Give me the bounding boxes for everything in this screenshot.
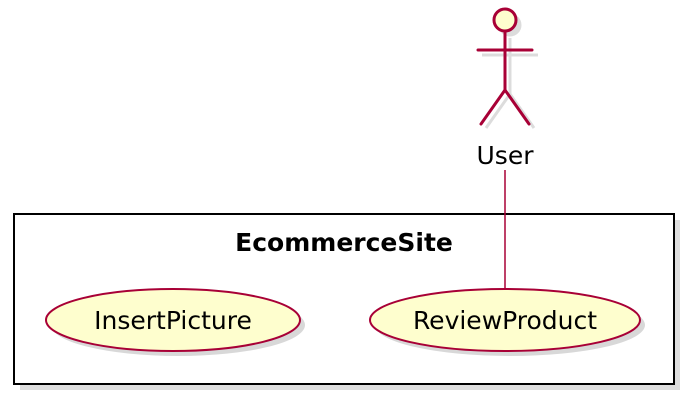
usecase-review-product[interactable]: ReviewProduct bbox=[369, 288, 645, 356]
usecase-insert-picture[interactable]: InsertPicture bbox=[45, 288, 305, 356]
system-title: EcommerceSite bbox=[235, 228, 453, 257]
stick-figure-icon bbox=[476, 7, 534, 126]
usecase-label: ReviewProduct bbox=[413, 306, 597, 335]
actor-label: User bbox=[477, 141, 535, 170]
usecase-label: InsertPicture bbox=[94, 306, 252, 335]
actor-user[interactable]: User bbox=[476, 7, 538, 170]
